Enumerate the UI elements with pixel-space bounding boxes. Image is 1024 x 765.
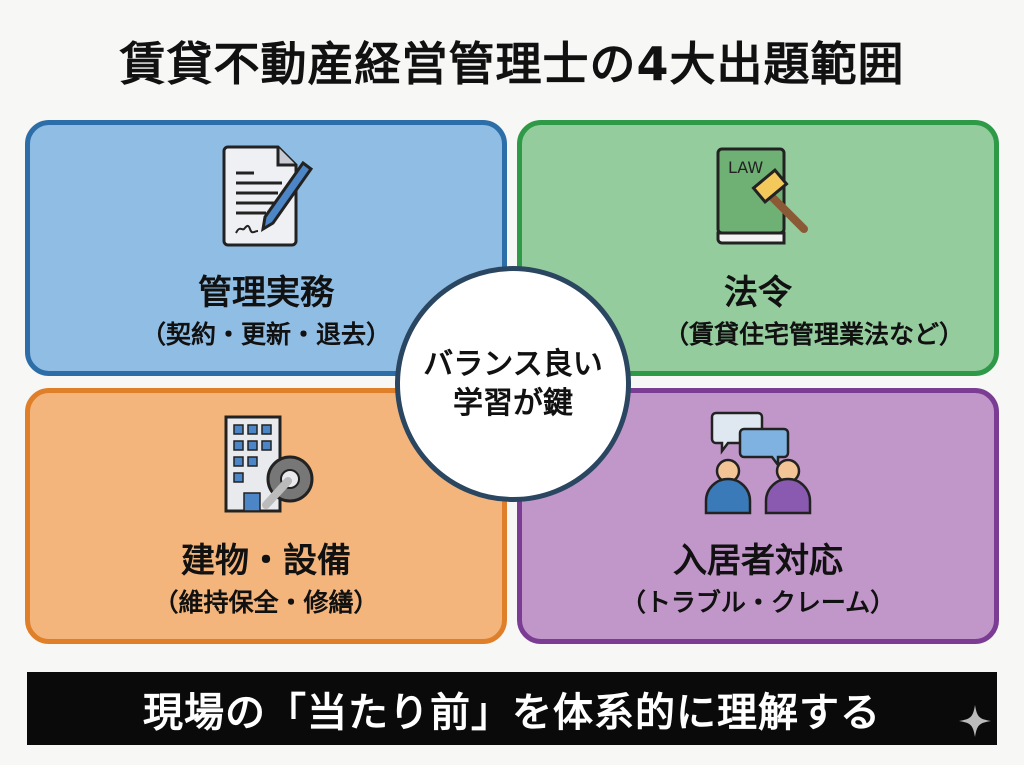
- banner-text: 現場の「当たり前」を体系的に理解する: [143, 689, 881, 736]
- center-line-1: バランス良い: [423, 347, 603, 382]
- contract-pen-icon: [222, 145, 314, 247]
- panel-subtitle: （維持保全・修繕）: [153, 588, 379, 617]
- building-wrench-icon: [224, 415, 314, 513]
- center-balance-circle: バランス良い 学習が鍵: [395, 266, 631, 502]
- panel-title: 法令: [724, 273, 792, 313]
- page-title: 賃貸不動産経営管理士の4大出題範囲: [119, 37, 905, 91]
- panel-subtitle: （賃貸住宅管理業法など）: [663, 320, 964, 349]
- panel-title: 管理実務: [198, 273, 334, 313]
- panel-title: 建物・設備: [181, 541, 351, 581]
- panel-management-practice: 管理実務 （契約・更新・退去）: [25, 120, 507, 376]
- center-line-2: 学習が鍵: [453, 386, 573, 421]
- panel-title: 入居者対応: [673, 541, 843, 581]
- residents-chat-icon: [704, 411, 812, 515]
- panel-subtitle: （契約・更新・退去）: [140, 320, 391, 349]
- law-book-gavel-icon: LAW: [716, 147, 808, 245]
- sparkle-icon: [959, 705, 991, 737]
- panel-subtitle: （トラブル・クレーム）: [620, 588, 896, 617]
- bottom-banner: 現場の「当たり前」を体系的に理解する: [27, 672, 997, 745]
- law-label: LAW: [728, 158, 763, 177]
